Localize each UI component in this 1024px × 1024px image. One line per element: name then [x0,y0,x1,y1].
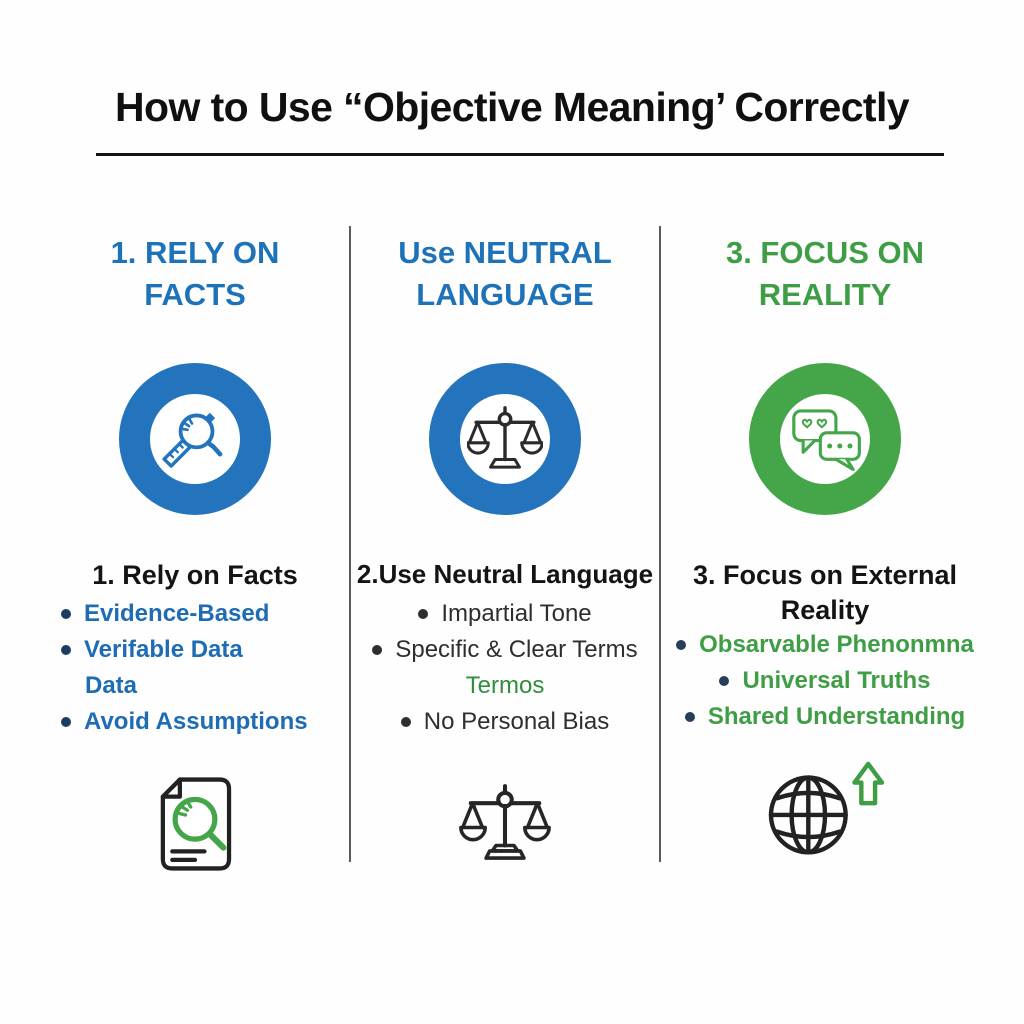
bullet-text: Shared Understanding [707,702,966,730]
bullet-dot [418,609,429,620]
blue-circle-badge [429,363,581,515]
bullet-text: Obsarvable Phenonmna [699,631,974,658]
column-1-header: 1. RELY ON FACTS [45,232,345,316]
bullet-item: Shared Understanding [672,702,978,731]
bullet-item: Universal Truths [672,666,978,695]
column-neutral-language: Use NEUTRAL LANGUAGE 2.Use Neutral Langu… [355,220,655,910]
chat-bubbles-hearts-icon [786,400,864,478]
bullet-item: Obsarvable Phenonmna [672,631,978,659]
column-3-header-text: 3. FOCUS ON REALITY [725,235,925,312]
column-divider-right [659,226,661,862]
bullet-text: Specific & Clear Terms [395,635,638,663]
balance-scale-icon [453,778,557,868]
bullet-dot [372,645,383,656]
bullet-text: Avoid Assumptions [84,707,308,735]
bullet-item: Specific & Clear Terms [355,635,655,664]
globe-up-arrow-icon [761,758,889,866]
page-title: How to Use “Objective Meaning’ Correctly [115,84,910,130]
bullet-text: Impartial Tone [441,600,592,627]
bullet-text: Evidence-Based [84,600,270,627]
bullet-item: Evidence-Based [45,600,345,628]
bullet-dot [61,645,71,656]
column-3-subheading: 3. Focus on External Reality [692,560,958,626]
column-2-header-text: Use NEUTRAL LANGUAGE [398,235,612,312]
document-search-icon [145,772,245,876]
bullet-dot [400,717,411,728]
bullet-dot [719,676,730,687]
bullet-dot [676,640,687,651]
bullet-text: No Personal Bias [423,707,610,735]
bullet-text: Termos [465,671,545,699]
column-divider-left [349,226,351,862]
column-rely-on-facts: 1. RELY ON FACTS [45,220,345,910]
bullet-continuation: Termos [355,671,655,700]
magnifier-ruler-icon [157,401,233,477]
bullet-text: Universal Truths [742,666,931,694]
title-underline [96,153,944,156]
column-3-header: 3. FOCUS ON REALITY [672,232,978,316]
bullet-dot [61,609,71,620]
green-circle-badge [749,363,901,515]
column-1-header-text: 1. RELY ON FACTS [110,235,280,312]
bullet-item: Impartial Tone [355,600,655,628]
bullet-text: Verifable Data [84,635,243,663]
bullet-item: No Personal Bias [355,707,655,736]
column-focus-on-reality: 3. FOCUS ON REALITY 3. Focu [672,220,978,910]
balance-scale-icon [467,401,543,477]
column-2-header: Use NEUTRAL LANGUAGE [355,232,655,316]
bullet-text: Data [85,671,138,699]
column-3-bullet-list: Obsarvable Phenonmna Universal Truths Sh… [672,631,978,740]
column-1-subheading: 1. Rely on Facts [92,560,298,590]
bullet-item: Verifable Data [45,635,345,664]
blue-circle-badge [119,363,271,515]
column-2-bullet-list: Impartial Tone Specific & Clear Terms Te… [355,600,655,745]
bullet-dot [61,717,71,728]
column-1-bullet-list: Evidence-Based Verifable Data Data Avoid… [45,600,345,745]
bullet-continuation: Data [45,671,345,700]
bullet-dot [684,712,695,723]
column-2-subheading: 2.Use Neutral Language [356,559,654,589]
bullet-item: Avoid Assumptions [45,707,345,736]
